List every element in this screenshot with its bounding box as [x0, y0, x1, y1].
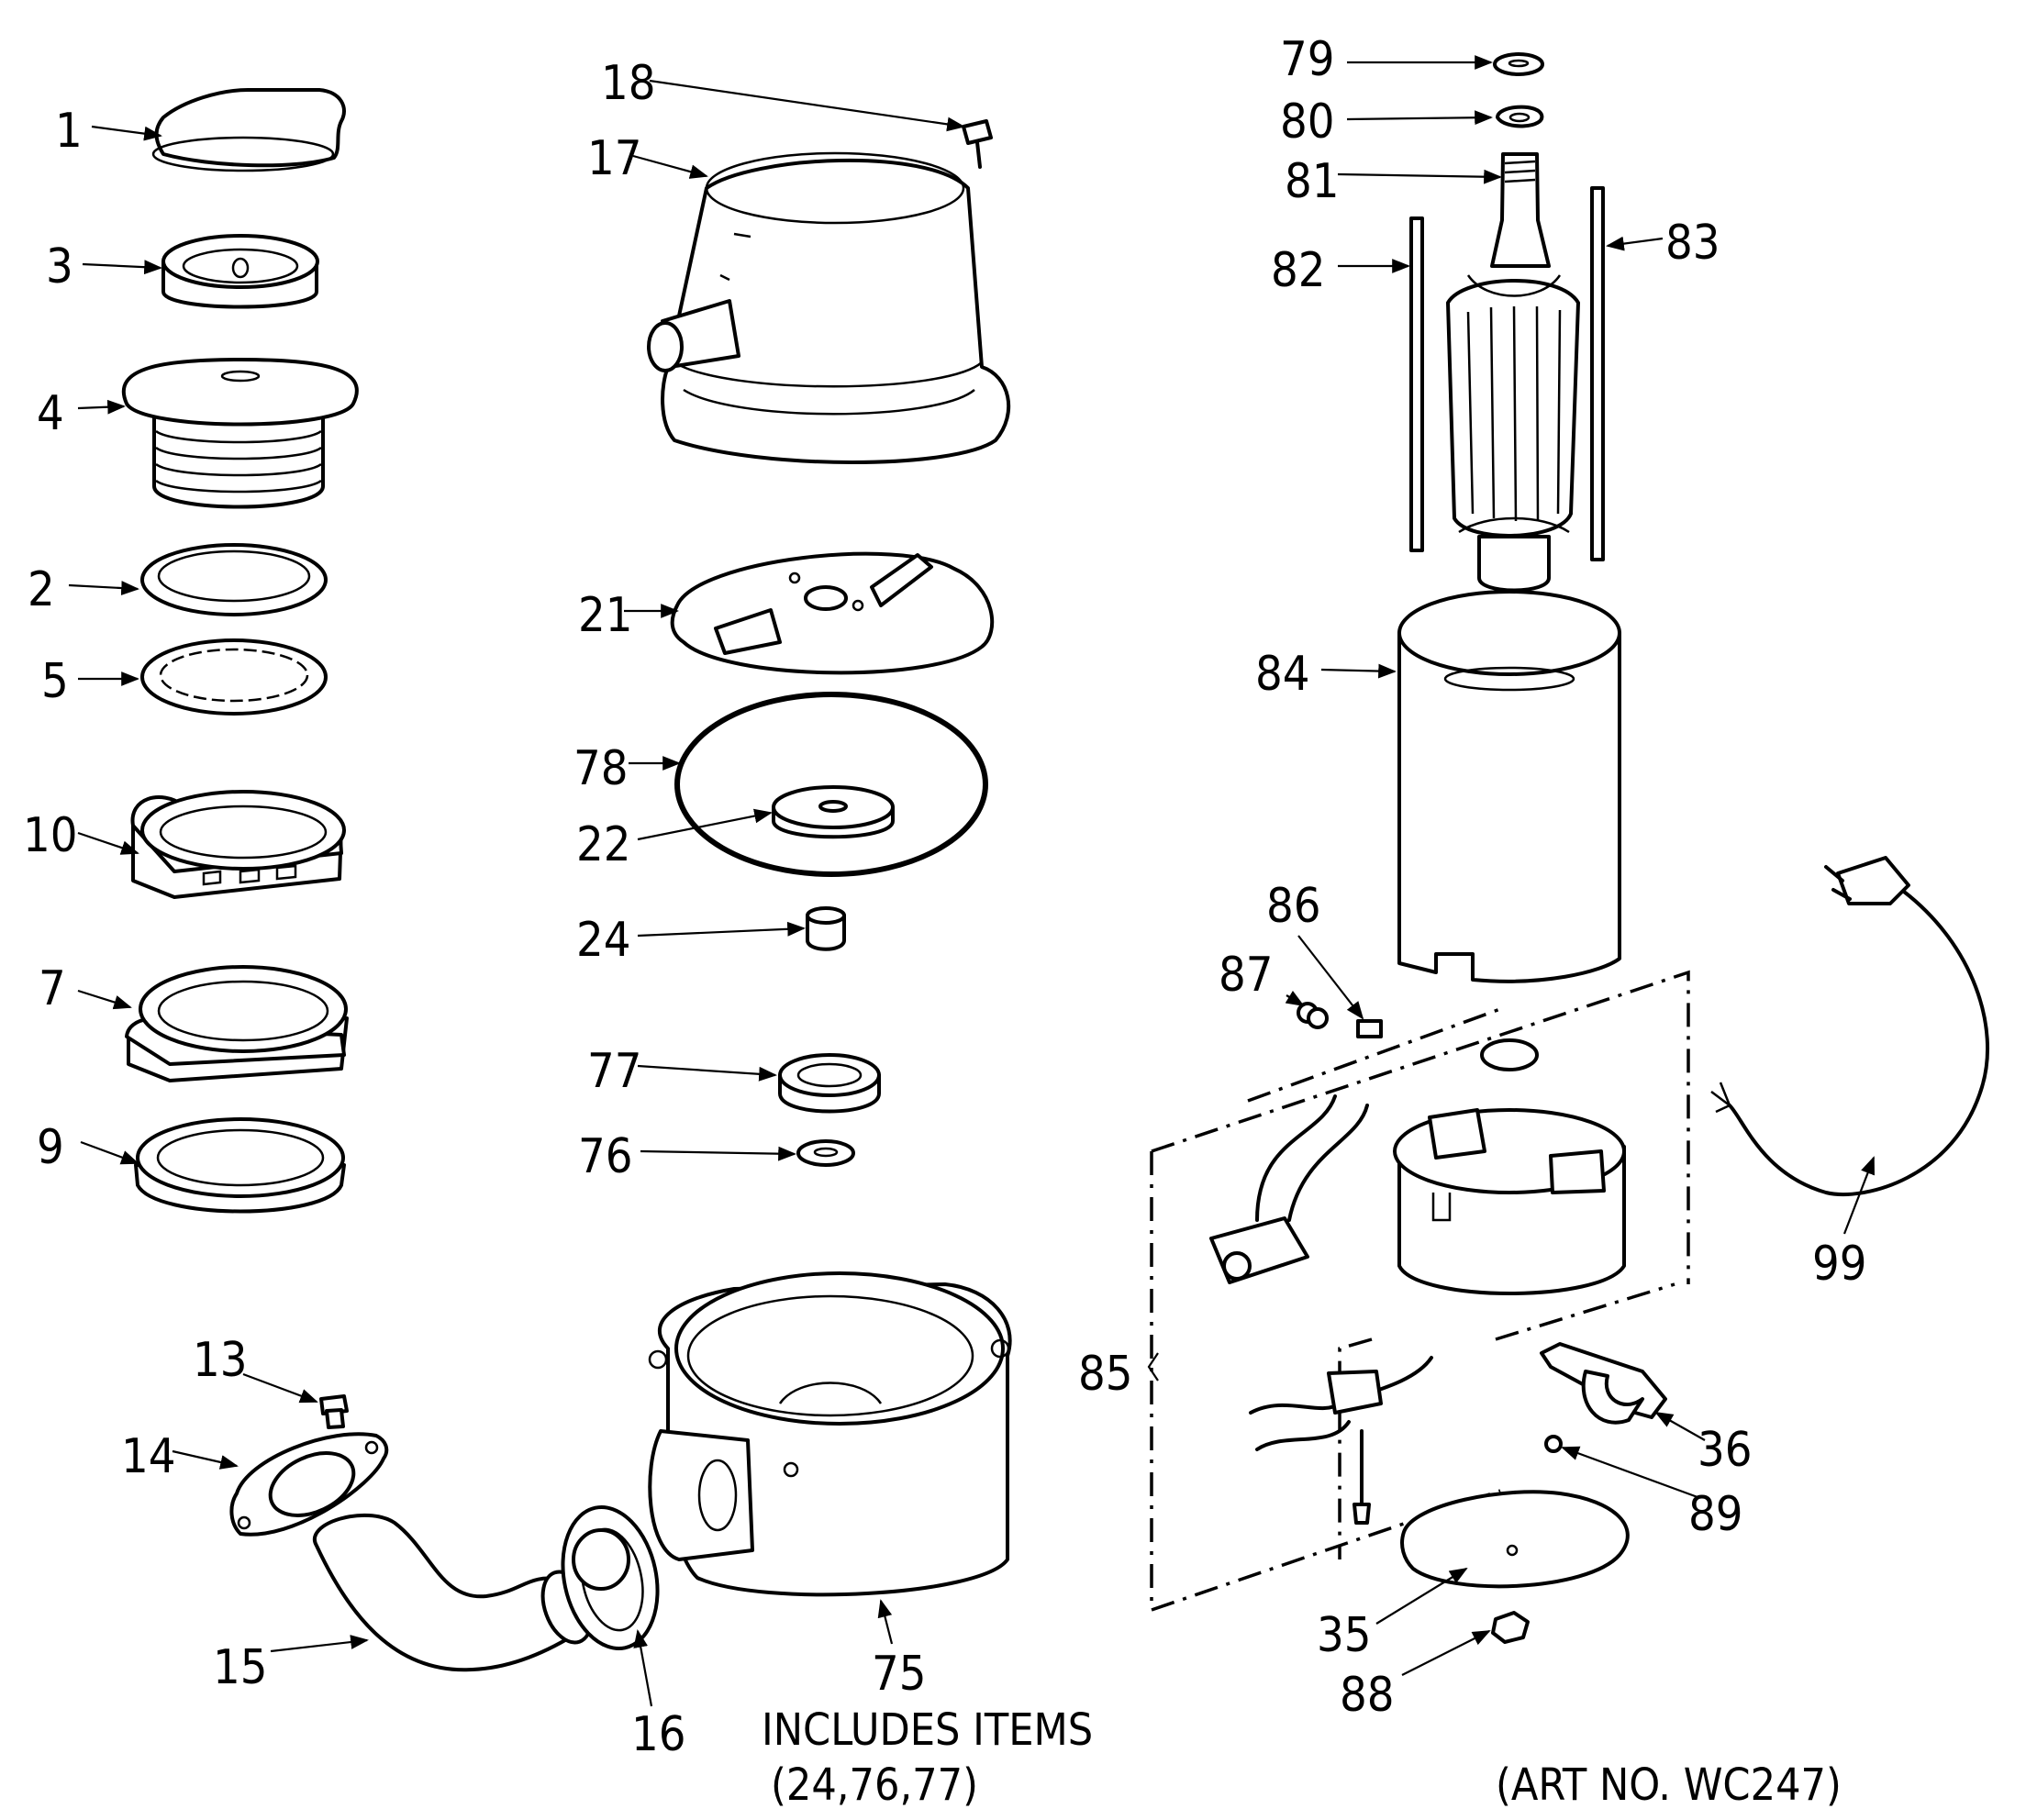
label-part-22: 22 — [576, 817, 631, 872]
label-part-13: 13 — [193, 1333, 248, 1388]
part-88-nut — [1491, 1611, 1530, 1644]
label-part-18: 18 — [601, 56, 656, 111]
part-22-seal — [772, 785, 895, 839]
label-part-21: 21 — [578, 588, 633, 643]
part-21-shredder-plate — [670, 551, 995, 675]
part-86-switch-block — [1356, 1019, 1383, 1038]
label-part-75: 75 — [872, 1647, 927, 1702]
part-76-washer — [796, 1139, 855, 1167]
label-part-24: 24 — [576, 913, 631, 968]
label-part-76: 76 — [578, 1129, 633, 1184]
part-18-screw — [962, 119, 993, 169]
part-labels: 1 3 4 2 5 10 7 9 13 14 15 16 18 17 21 78… — [23, 32, 1867, 1811]
part-9-fiber-gasket — [134, 1117, 346, 1214]
part-80-retaining-clip — [1496, 105, 1544, 128]
label-part-7: 7 — [39, 961, 66, 1016]
label-part-89: 89 — [1688, 1487, 1743, 1542]
label-part-78: 78 — [573, 741, 629, 796]
part-36-bracket — [1540, 1342, 1667, 1425]
label-part-14: 14 — [121, 1429, 176, 1484]
part-87-nut — [1297, 1002, 1329, 1029]
label-part-80: 80 — [1280, 94, 1335, 150]
label-part-9: 9 — [37, 1120, 64, 1175]
part-75-lower-hopper — [648, 1271, 1012, 1597]
part-16-discharge-flange — [561, 1504, 660, 1651]
part-13-screw — [319, 1394, 349, 1429]
part-35-bottom-cover — [1400, 1490, 1630, 1589]
label-part-79: 79 — [1280, 32, 1335, 87]
part-99-power-cord — [1710, 856, 1989, 1197]
part-79-washer — [1493, 52, 1544, 76]
part-85-switch-housing-assembly — [1150, 970, 1690, 1613]
label-part-3: 3 — [46, 239, 73, 294]
label-part-81: 81 — [1285, 154, 1340, 209]
label-part-83: 83 — [1665, 216, 1720, 271]
label-part-15: 15 — [213, 1640, 268, 1695]
label-part-2: 2 — [28, 562, 55, 617]
part-2-gasket — [140, 543, 328, 616]
part-10-mounting-ring — [130, 790, 346, 899]
part-83-through-bolt — [1590, 186, 1605, 561]
label-part-85: 85 — [1078, 1347, 1133, 1402]
label-part-88: 88 — [1340, 1668, 1395, 1723]
part-4-sink-flange — [121, 358, 359, 509]
label-part-87: 87 — [1219, 948, 1274, 1003]
label-part-86: 86 — [1266, 879, 1321, 934]
part-24-bushing — [806, 906, 846, 951]
part-5-snap-ring — [140, 638, 328, 716]
label-part-77: 77 — [587, 1044, 642, 1099]
part-81-rotor-assembly — [1446, 152, 1580, 612]
label-part-4: 4 — [37, 386, 64, 441]
art-number: (ART NO. WC247) — [1496, 1759, 1842, 1811]
part-7-support-ring — [125, 965, 349, 1082]
leader-lines — [68, 55, 1876, 1707]
label-part-17: 17 — [587, 131, 642, 186]
label-part-82: 82 — [1271, 243, 1326, 298]
includes-items-note-line2: (24,76,77) — [771, 1759, 978, 1811]
label-part-99: 99 — [1812, 1237, 1867, 1292]
part-84-stator-shell — [1397, 590, 1621, 983]
label-part-35: 35 — [1317, 1608, 1372, 1663]
label-part-36: 36 — [1698, 1423, 1753, 1478]
part-89-screw — [1544, 1435, 1563, 1453]
part-1-stopper — [151, 88, 346, 172]
part-77-bearing — [778, 1053, 881, 1114]
label-part-5: 5 — [41, 654, 69, 709]
part-3-strainer-ring — [161, 234, 319, 309]
part-15-discharge-elbow — [312, 1513, 594, 1672]
part-14-flange-gasket — [229, 1432, 389, 1537]
includes-items-note-line1: INCLUDES ITEMS — [762, 1704, 1093, 1756]
label-part-1: 1 — [55, 104, 83, 159]
part-78-o-ring — [674, 692, 988, 877]
part-17-upper-housing — [647, 151, 1011, 464]
label-part-16: 16 — [631, 1707, 686, 1762]
part-82-through-bolt — [1409, 216, 1424, 552]
label-part-84: 84 — [1255, 647, 1310, 702]
label-part-10: 10 — [23, 808, 78, 863]
